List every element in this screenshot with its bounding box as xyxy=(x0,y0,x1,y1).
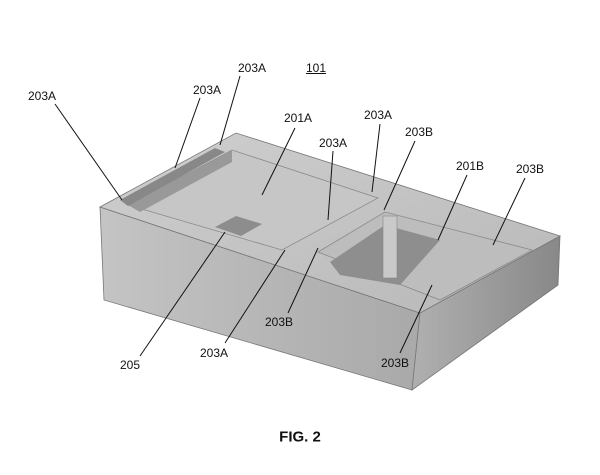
label-203a: 203A xyxy=(318,136,348,150)
label-201b: 201B xyxy=(455,159,485,173)
pocket-201b xyxy=(120,148,534,301)
label-203a: 203A xyxy=(237,61,267,75)
pocket-201a xyxy=(126,149,380,251)
label-205: 205 xyxy=(119,358,141,372)
label-203b: 203B xyxy=(404,125,434,139)
label-203a: 203A xyxy=(199,346,229,360)
label-203a: 203A xyxy=(27,89,57,103)
label-201a: 201A xyxy=(283,111,313,125)
figure-caption: FIG. 2 xyxy=(279,428,321,446)
leader-lines xyxy=(54,75,526,357)
label-203b: 203B xyxy=(515,162,545,176)
reference-numeral-101: 101 xyxy=(305,61,327,75)
label-203b: 203B xyxy=(264,315,294,329)
label-203b: 203B xyxy=(380,356,410,370)
feature-205 xyxy=(215,216,262,236)
label-203a: 203A xyxy=(363,108,393,122)
label-203a: 203A xyxy=(192,83,222,97)
